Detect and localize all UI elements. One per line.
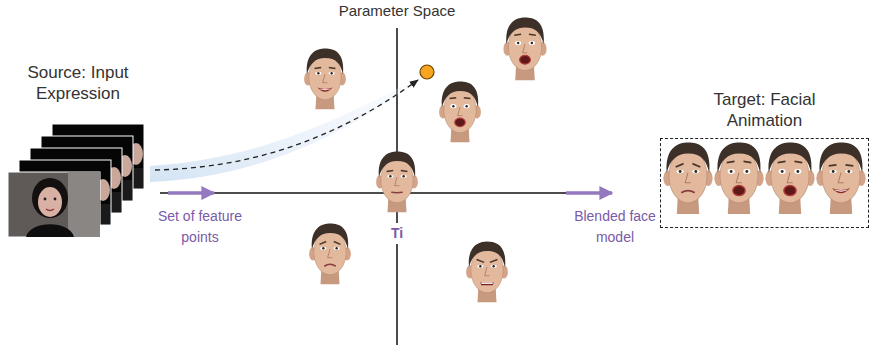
trajectory-wedge bbox=[150, 80, 418, 182]
arrow-label: Blended face model bbox=[574, 206, 656, 248]
flow-arrow bbox=[566, 191, 612, 195]
node-heading: Target: Facial Animation bbox=[690, 89, 840, 132]
face-illustration bbox=[765, 142, 814, 214]
face-illustration bbox=[663, 142, 712, 214]
parameter-point bbox=[420, 65, 434, 79]
face-illustration bbox=[309, 224, 351, 285]
video-frames bbox=[8, 124, 144, 237]
flow-arrow bbox=[168, 191, 214, 195]
node-heading: Source: Input Expression bbox=[0, 62, 156, 105]
target-box: Target: Facial Animation bbox=[660, 138, 869, 228]
horizontal-axis bbox=[160, 192, 600, 194]
face-illustration bbox=[714, 142, 763, 214]
face-illustration bbox=[304, 49, 346, 110]
source-frames: Source: Input Expression bbox=[0, 62, 156, 238]
face-illustration bbox=[503, 18, 546, 81]
face-illustration bbox=[816, 142, 865, 214]
axis-origin-label: Ti bbox=[388, 223, 406, 244]
face-illustration bbox=[376, 152, 418, 213]
face-illustration bbox=[439, 82, 481, 143]
face-illustration bbox=[466, 242, 508, 303]
trajectory-curve bbox=[155, 80, 418, 170]
arrow-label: Set of feature points bbox=[144, 206, 256, 248]
figure-title: Parameter Space bbox=[339, 2, 456, 19]
